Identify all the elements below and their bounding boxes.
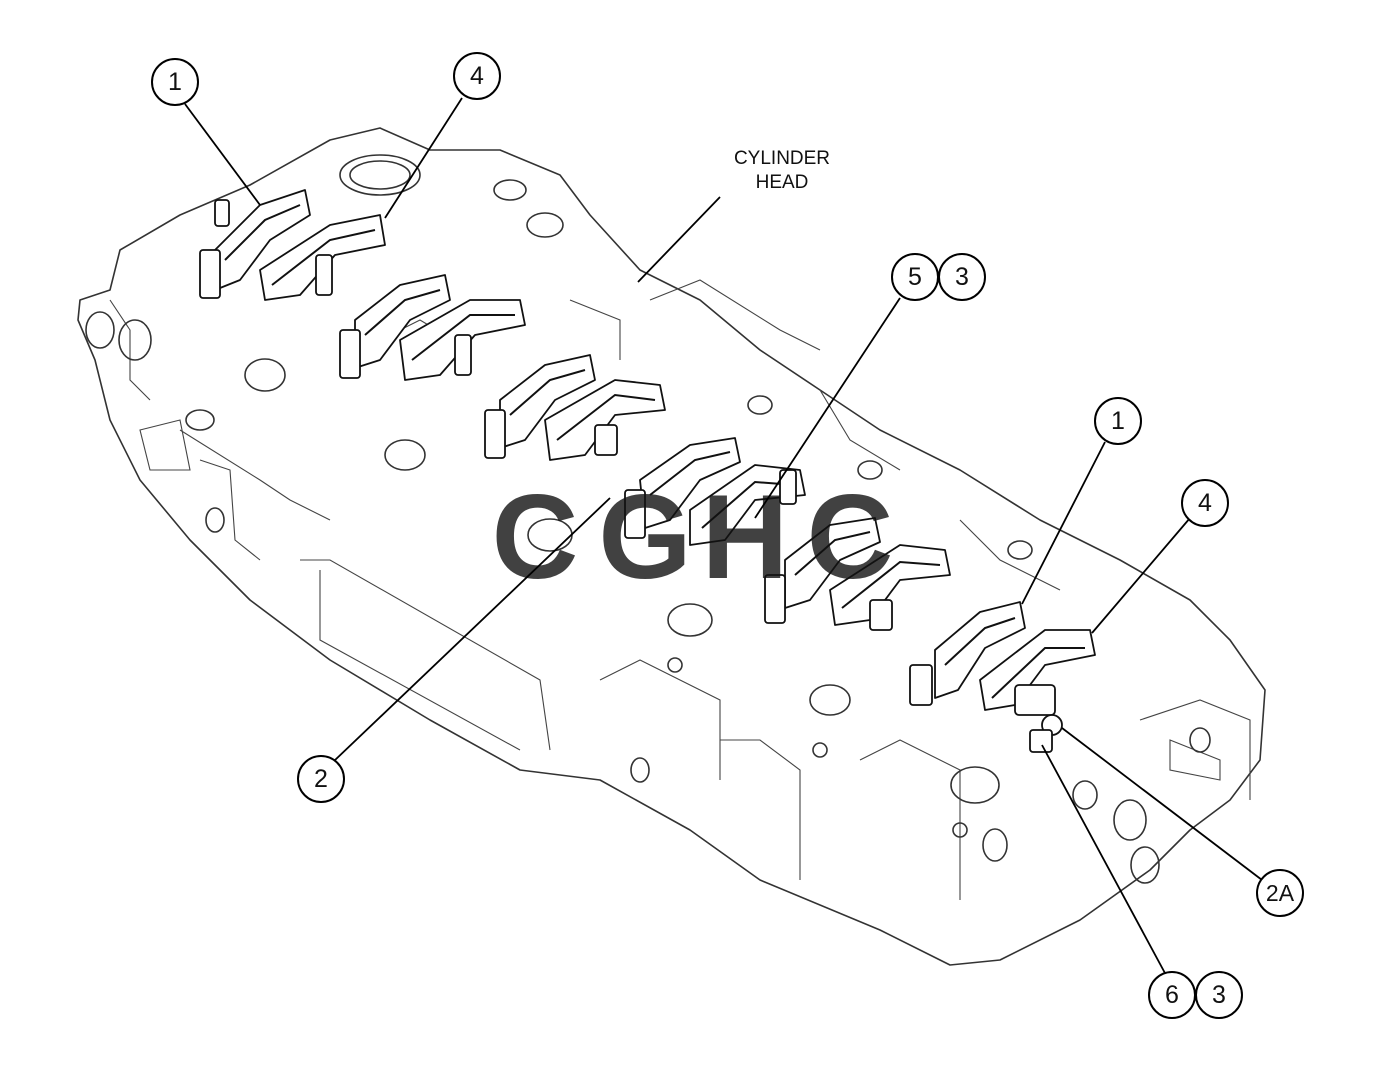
leader-2a <box>1061 727 1263 881</box>
callout-2-text: 2 <box>314 765 328 793</box>
callout-2: 2 <box>297 755 345 803</box>
rocker-arm-group-4 <box>624 437 806 546</box>
leader-4-top <box>384 97 463 219</box>
callout-3-mid: 3 <box>938 253 986 301</box>
rocker-arm-group-6 <box>909 601 1096 753</box>
rocker-arm-group-5 <box>764 517 951 631</box>
callout-5-text: 5 <box>908 263 922 291</box>
callout-6: 6 <box>1148 971 1196 1019</box>
leader-2 <box>333 497 611 762</box>
callout-6-text: 6 <box>1165 981 1179 1009</box>
watermark-letter-h: H <box>702 470 789 604</box>
leader-cylinder-head <box>637 196 721 283</box>
callout-3-bottom: 3 <box>1195 971 1243 1019</box>
rocker-arm-group-3 <box>484 354 666 461</box>
callout-3-mid-text: 3 <box>955 263 969 291</box>
callout-1-top-text: 1 <box>168 68 182 96</box>
label-line-1: CYLINDER <box>734 148 830 169</box>
callout-3-bottom-text: 3 <box>1212 981 1226 1009</box>
leader-5-3 <box>754 297 901 519</box>
callout-1-top: 1 <box>151 58 199 106</box>
rocker-arm-group-1 <box>199 189 386 301</box>
leader-6-3 <box>1041 744 1167 976</box>
watermark-letter-c2: C <box>807 470 894 604</box>
callout-4-right: 4 <box>1181 479 1229 527</box>
callout-4-top: 4 <box>453 52 501 100</box>
callout-5: 5 <box>891 253 939 301</box>
leader-1-top <box>184 103 261 206</box>
label-line-2: HEAD <box>756 172 809 193</box>
watermark-letter-c1: C <box>492 470 579 604</box>
watermark-letter-g: G <box>598 470 691 604</box>
leader-4-right <box>1091 517 1191 634</box>
cylinder-head-label: CYLINDER HEAD <box>734 148 830 193</box>
cylinder-head-body <box>77 127 1266 966</box>
cylinder-head-bores <box>85 154 1211 884</box>
callout-2a: 2A <box>1256 869 1304 917</box>
callout-4-right-text: 4 <box>1198 489 1212 517</box>
callout-2a-text: 2A <box>1266 880 1295 906</box>
callout-1-right: 1 <box>1094 397 1142 445</box>
watermark: C G H C <box>492 470 894 604</box>
leader-lines <box>184 97 1263 976</box>
leader-1-right <box>1021 441 1106 605</box>
callout-4-top-text: 4 <box>470 62 484 90</box>
rocker-arm-group-2 <box>339 274 526 381</box>
callout-1-right-text: 1 <box>1111 407 1125 435</box>
